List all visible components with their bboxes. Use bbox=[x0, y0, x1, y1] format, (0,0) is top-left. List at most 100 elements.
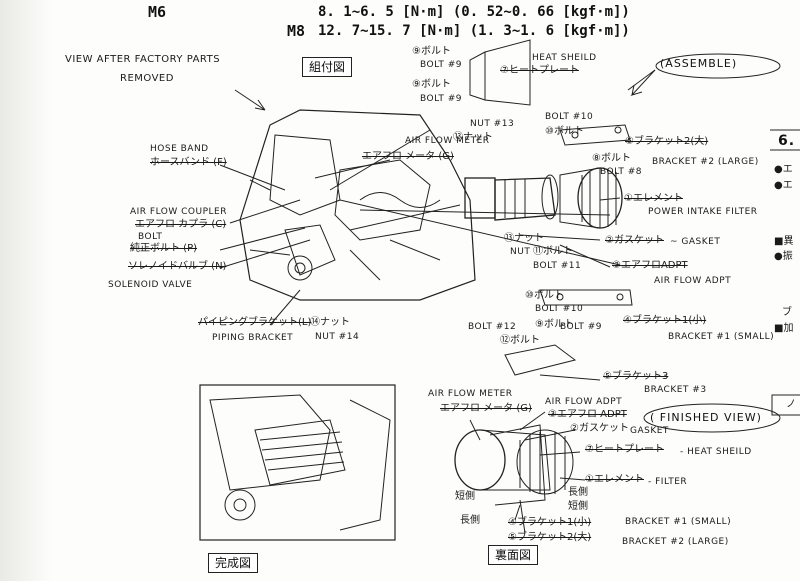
part-4-jp: ナット bbox=[463, 132, 493, 143]
part-4-num: ⑬ bbox=[453, 132, 463, 143]
bottom-part-3-num: ① bbox=[585, 474, 594, 485]
part-1-jp: ボルト bbox=[420, 79, 451, 90]
part-8-en: ~ GASKET bbox=[670, 237, 721, 247]
part-12-en: BOLT #10 bbox=[535, 304, 584, 314]
part-4-en: NUT #13 bbox=[470, 119, 515, 129]
part-16-num: ⑤ bbox=[603, 371, 612, 382]
side-short-2: 短側 bbox=[568, 501, 588, 512]
bottom-part-1-en: GASKET bbox=[630, 426, 669, 436]
air-flow-coupler-jp: エアフロ カプラ (C) bbox=[135, 219, 227, 230]
part-3-en: BOLT #10 bbox=[545, 112, 594, 122]
right-bullet-1: ●エ bbox=[774, 164, 793, 175]
part-14-jp: ボルト bbox=[543, 319, 574, 330]
right-bullet-4: ●振 bbox=[774, 251, 793, 262]
bottom-part-0-num: ③ bbox=[548, 409, 557, 420]
side-short-1: 短側 bbox=[455, 491, 475, 502]
bottom-part-1-num: ② bbox=[570, 423, 579, 434]
right-bullet-2: ●エ bbox=[774, 180, 793, 191]
part-8-num: ② bbox=[605, 235, 614, 246]
solenoid-jp: ソレノイドバルブ (N) bbox=[128, 261, 227, 272]
air-flow-meter-bottom-en: AIR FLOW METER bbox=[428, 389, 513, 399]
rear-title: 裏面図 bbox=[488, 545, 539, 566]
view-after-line2: REMOVED bbox=[120, 73, 174, 84]
part-5-num: ⑧ bbox=[592, 153, 601, 164]
finished-view-note: ( FINISHED VIEW) bbox=[650, 411, 762, 424]
part-14-en: BOLT #9 bbox=[560, 322, 603, 332]
air-flow-meter-en: AIR FLOW METER bbox=[405, 136, 490, 146]
part-12-jp: ボルト bbox=[533, 290, 564, 301]
part-13-en: BOLT #12 bbox=[468, 322, 517, 332]
part-5-en: BOLT #8 bbox=[600, 167, 643, 177]
part-2-jp: ヒートプレート bbox=[508, 65, 579, 76]
torque-row1-values: 8. 1~6. 5 [N·m] (0. 52~0. 66 [kgf·m]) bbox=[318, 4, 630, 20]
part-10-en: BOLT #11 bbox=[533, 261, 582, 271]
bottom-part-5-num: ⑤ bbox=[508, 532, 517, 543]
part-8-jp: ガスケット bbox=[613, 235, 664, 246]
part-17-jp: ナット bbox=[320, 317, 350, 328]
part-6-num: ⑤ bbox=[625, 136, 634, 147]
part-16-jp: ブラケット3 bbox=[611, 371, 669, 382]
part-7-num: ① bbox=[624, 193, 633, 204]
part-1-en: BOLT #9 bbox=[420, 94, 463, 104]
torque-row2-values: 12. 7~15. 7 [N·m] (1. 3~1. 6 [kgf·m]) bbox=[318, 23, 630, 39]
bottom-part-4-jp: ブラケット1(小) bbox=[516, 517, 592, 528]
piping-bracket-jp: パイピングブラケット(L) bbox=[198, 317, 312, 328]
part-11-en: NUT bbox=[510, 247, 531, 257]
part-9-num: ③ bbox=[612, 260, 621, 271]
right-bullet-7: ノ bbox=[786, 399, 796, 410]
part-10-num: ⑪ bbox=[533, 246, 543, 257]
bottom-part-4-num: ④ bbox=[508, 517, 517, 528]
part-9-en: AIR FLOW ADPT bbox=[654, 276, 732, 286]
bottom-part-5-jp: ブラケット2(大) bbox=[516, 532, 592, 543]
part-16-en: BRACKET #3 bbox=[644, 385, 707, 395]
part-13-num: ⑫ bbox=[500, 335, 510, 346]
bolt-label-en: BOLT bbox=[138, 232, 163, 242]
part-3-num: ⑩ bbox=[545, 126, 554, 137]
view-after-line1: VIEW AFTER FACTORY PARTS bbox=[65, 54, 221, 65]
side-long-2: 長側 bbox=[568, 487, 588, 498]
part-6-en: BRACKET #2 (LARGE) bbox=[652, 157, 759, 167]
bottom-part-5-en: BRACKET #2 (LARGE) bbox=[622, 537, 729, 547]
part-17-en: NUT #14 bbox=[315, 332, 360, 342]
part-9-jp: エアフロADPT bbox=[620, 260, 688, 271]
part-0-en: BOLT #9 bbox=[420, 60, 463, 70]
right-bullet-3: ■異 bbox=[774, 236, 794, 247]
bottom-part-2-jp: ヒートプレート bbox=[593, 444, 664, 455]
part-15-jp: ブラケット1(小) bbox=[631, 315, 707, 326]
part-13-jp: ボルト bbox=[510, 335, 540, 346]
part-15-num: ④ bbox=[623, 315, 632, 326]
bottom-part-3-jp: エレメント bbox=[593, 474, 644, 485]
part-12-num: ⑩ bbox=[525, 290, 534, 301]
bottom-part-0-en: AIR FLOW ADPT bbox=[545, 397, 623, 407]
hose-band-en: HOSE BAND bbox=[150, 144, 209, 154]
part-17-num: ⑭ bbox=[310, 317, 320, 328]
bolt-label-jp: 純正ボルト (P) bbox=[130, 243, 198, 254]
part-0-jp: ボルト bbox=[420, 46, 451, 57]
torque-row2-bolt: M8 bbox=[287, 22, 306, 40]
bottom-part-3-en: - FILTER bbox=[648, 477, 688, 487]
right-bullet-5: ブ bbox=[782, 307, 792, 318]
bottom-part-0-jp: エアフロ ADPT bbox=[556, 409, 627, 420]
right-section-number: 6. bbox=[778, 133, 796, 149]
bottom-part-2-num: ⑦ bbox=[585, 444, 594, 455]
assemble-note: (ASSEMBLE) bbox=[660, 57, 738, 70]
side-long-1: 長側 bbox=[460, 515, 480, 526]
bottom-part-4-en: BRACKET #1 (SMALL) bbox=[625, 517, 732, 527]
part-7-en: POWER INTAKE FILTER bbox=[648, 207, 758, 217]
part-11-jp: ナット bbox=[514, 233, 544, 244]
part-15-en: BRACKET #1 (SMALL) bbox=[668, 332, 775, 342]
part-10-jp: ボルト bbox=[543, 246, 573, 257]
complete-title: 完成図 bbox=[208, 553, 259, 574]
right-bullet-6: ■加 bbox=[774, 323, 794, 334]
bottom-part-1-jp: ガスケット bbox=[578, 423, 629, 434]
bottom-part-2-en: - HEAT SHEILD bbox=[680, 447, 752, 457]
part-14-num: ⑨ bbox=[535, 319, 544, 330]
air-flow-meter-jp: エアフロ メータ (G) bbox=[362, 151, 454, 162]
air-flow-coupler-en: AIR FLOW COUPLER bbox=[130, 207, 227, 217]
part-2-num: ⑦ bbox=[500, 65, 509, 76]
assembly-title: 組付図 bbox=[302, 57, 353, 78]
part-6-jp: ブラケット2(大) bbox=[633, 136, 709, 147]
part-7-jp: エレメント bbox=[632, 193, 683, 204]
